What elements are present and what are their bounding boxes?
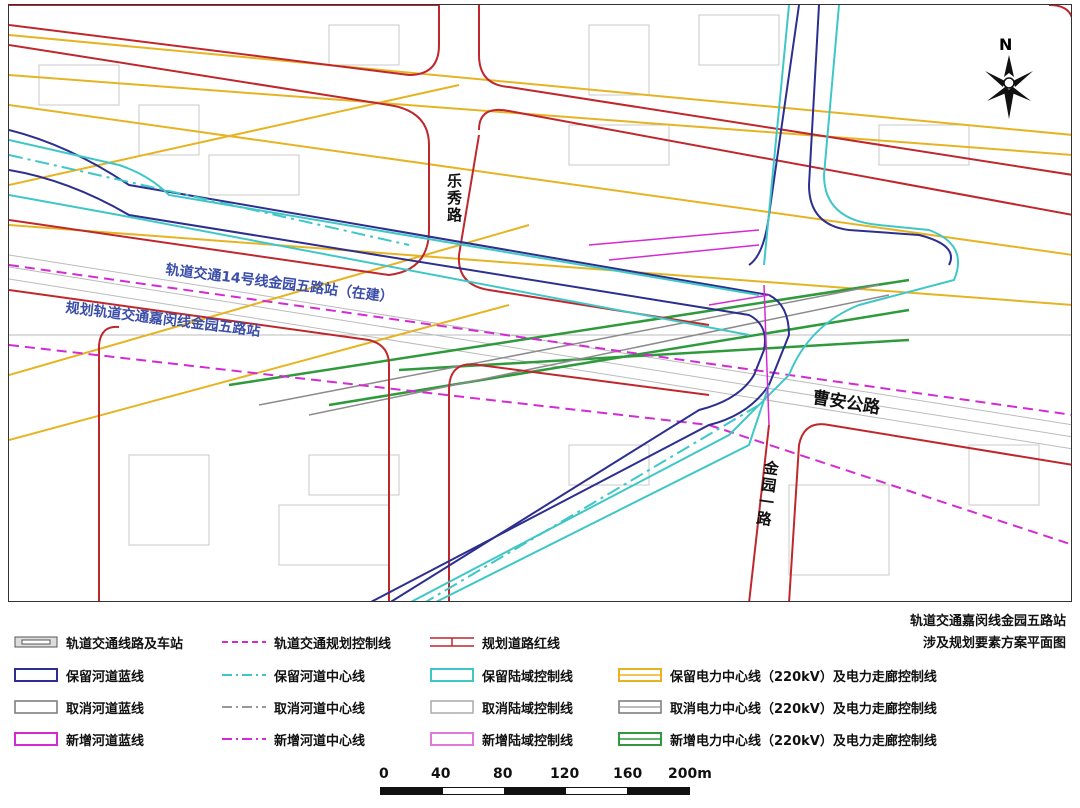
legend-swatch xyxy=(430,637,474,647)
legend-swatch xyxy=(618,732,662,746)
legend-item: 新增河道中心线 xyxy=(222,729,365,749)
legend-swatch xyxy=(430,700,474,714)
north-label: N xyxy=(999,35,1013,54)
legend-item: 保留陆域控制线 xyxy=(430,665,573,685)
scale-seg xyxy=(627,788,689,794)
legend-item: 取消河道中心线 xyxy=(222,697,365,717)
scale-tick-200: 200m xyxy=(668,766,712,782)
map-canvas xyxy=(9,5,1071,601)
legend-label: 取消河道中心线 xyxy=(274,701,366,717)
river-centerline xyxy=(9,154,760,601)
legend-swatch xyxy=(14,636,58,648)
legend-item: 轨道交通线路及车站 xyxy=(14,632,183,652)
north-arrow-icon xyxy=(985,55,1033,119)
legend-swatch xyxy=(14,668,58,682)
new-river-lines xyxy=(588,229,770,426)
planning-map[interactable]: N 乐秀路 曹安公路 金园一路 轨道交通14号线金园五路站（在建） 规划轨道交通… xyxy=(8,4,1072,602)
legend-label: 新增河道蓝线 xyxy=(66,733,145,749)
legend-item: 取消河道蓝线 xyxy=(14,697,144,717)
legend-item: 新增河道蓝线 xyxy=(14,729,144,749)
legend-label: 新增陆域控制线 xyxy=(482,733,574,749)
scale-seg xyxy=(565,788,628,794)
legend-item: 保留电力中心线（220kV）及电力走廊控制线 xyxy=(618,665,937,685)
thin-gray-lines xyxy=(9,254,1071,450)
legend-item: 取消电力中心线（220kV）及电力走廊控制线 xyxy=(618,697,937,717)
scale-seg xyxy=(504,788,566,794)
road-red-lines xyxy=(9,5,1071,601)
legend-item: 新增电力中心线（220kV）及电力走廊控制线 xyxy=(618,729,937,749)
rail-control-lines xyxy=(9,264,1071,546)
scale-seg xyxy=(381,788,443,794)
legend-item: 规划道路红线 xyxy=(430,632,560,652)
legend-item: 保留河道蓝线 xyxy=(14,665,144,685)
legend-swatch xyxy=(618,668,662,682)
scale-tick-80: 80 xyxy=(493,766,513,782)
legend-item: 取消陆域控制线 xyxy=(430,697,573,717)
legend-swatch xyxy=(222,738,266,740)
legend-label: 保留河道蓝线 xyxy=(66,669,145,685)
legend-swatch xyxy=(618,700,662,714)
road-label-lexiu: 乐秀路 xyxy=(445,173,463,224)
scale-bar xyxy=(380,787,690,795)
scale-tick-0: 0 xyxy=(379,766,389,782)
legend-label: 新增河道中心线 xyxy=(274,733,366,749)
river-blue-lines xyxy=(9,5,952,601)
map-title-line2: 涉及规划要素方案平面图 xyxy=(922,636,1066,651)
legend-label: 保留河道中心线 xyxy=(274,669,366,685)
legend-item: 新增陆域控制线 xyxy=(430,729,573,749)
legend-label: 规划道路红线 xyxy=(482,636,561,652)
scale-tick-40: 40 xyxy=(431,766,451,782)
legend-label: 取消河道蓝线 xyxy=(66,701,145,717)
legend-swatch xyxy=(14,700,58,714)
legend-swatch xyxy=(222,706,266,708)
legend-label: 取消陆域控制线 xyxy=(482,701,574,717)
legend-swatch xyxy=(222,641,266,643)
power-lines-keep xyxy=(9,34,1071,441)
map-title-line1: 轨道交通嘉闵线金园五路站 xyxy=(909,614,1066,629)
legend-label: 轨道交通规划控制线 xyxy=(274,636,392,652)
legend-swatch xyxy=(14,732,58,746)
legend-swatch xyxy=(222,674,266,676)
legend-label: 保留电力中心线（220kV）及电力走廊控制线 xyxy=(670,669,937,685)
legend-item: 保留河道中心线 xyxy=(222,665,365,685)
legend-swatch xyxy=(430,732,474,746)
legend-swatch xyxy=(430,668,474,682)
scale-tick-120: 120 xyxy=(550,766,580,782)
legend-item: 轨道交通规划控制线 xyxy=(222,632,391,652)
river-land-control xyxy=(9,5,959,601)
legend-label: 取消电力中心线（220kV）及电力走廊控制线 xyxy=(670,701,937,717)
legend-label: 保留陆域控制线 xyxy=(482,669,574,685)
building-outlines xyxy=(38,14,1040,576)
scale-tick-160: 160 xyxy=(613,766,643,782)
legend-label: 轨道交通线路及车站 xyxy=(66,636,184,652)
scale-seg xyxy=(442,788,505,794)
legend-label: 新增电力中心线（220kV）及电力走廊控制线 xyxy=(670,733,937,749)
